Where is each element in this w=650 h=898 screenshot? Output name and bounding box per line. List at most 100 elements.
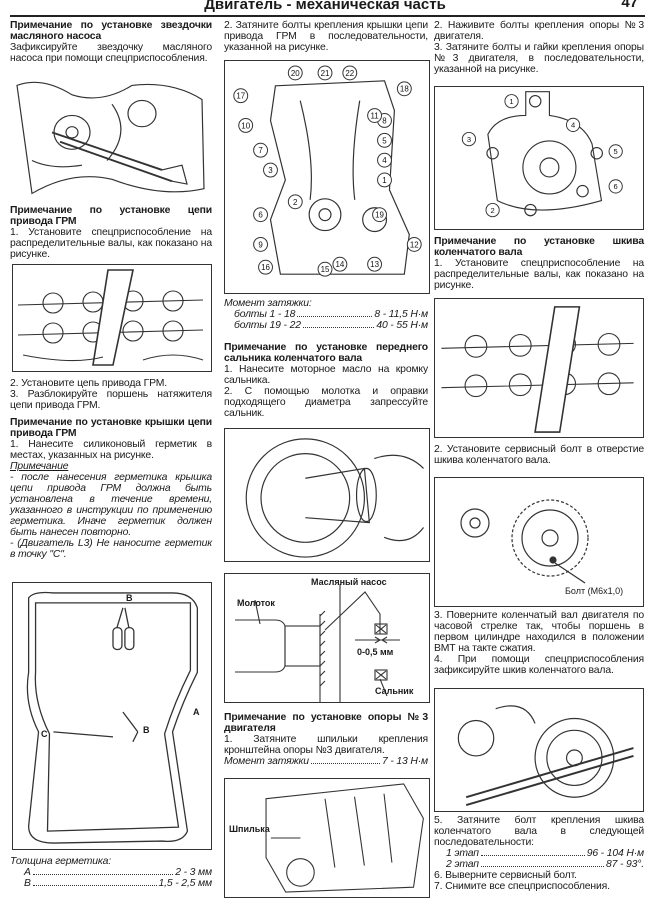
bolt-marker <box>377 132 392 148</box>
mount-marker <box>608 179 623 194</box>
bolt-number: 13 <box>370 260 379 269</box>
bolt-number: 2 <box>293 198 297 207</box>
bolt-marker <box>377 172 392 188</box>
pulley-lock-illustration <box>457 705 634 807</box>
bolt-number: 5 <box>382 136 387 145</box>
pulley-lock-figure <box>434 688 644 812</box>
timing-cover-gasket-illustration <box>26 591 199 844</box>
mount-marker <box>608 144 623 159</box>
label-b: B <box>126 593 133 603</box>
hammer-label: Молоток <box>237 598 275 608</box>
bolt-number: 3 <box>268 166 273 175</box>
front-seal-section: Примечание по установке переднего сальни… <box>224 342 428 419</box>
seal-install-figure <box>224 428 430 562</box>
service-bolt-figure: Болт (M6x1,0) <box>434 477 644 607</box>
camshaft-sketch-illustration <box>441 306 634 433</box>
torque-title: Момент затяжки: <box>224 298 312 309</box>
paragraph: 2. Установите сервисный болт в отверстие… <box>434 444 644 466</box>
paragraph: 2. Установите цепь привода ГРМ. <box>10 378 167 389</box>
stud-label: Шпилька <box>229 824 270 834</box>
pulley-section: Примечание по установке шкива коленчатог… <box>434 236 644 291</box>
note-label: Примечание <box>10 461 69 472</box>
bolt-number: 14 <box>335 260 344 269</box>
paragraph: 3. Затяните болты и гайки крепления опор… <box>434 42 644 75</box>
paragraph: 3. Поверните коленчатый вал двигателя по… <box>434 610 644 654</box>
mount-number: 2 <box>491 206 495 215</box>
mount-number: 6 <box>614 182 618 191</box>
mount-marker <box>485 202 500 218</box>
camshaft-sketch-illustration <box>17 269 204 366</box>
bolt-number: 16 <box>261 263 270 272</box>
bolt-number: 22 <box>345 69 354 78</box>
mount-marker <box>565 117 581 132</box>
bolt-number: 7 <box>258 146 262 155</box>
oil-pump-sprocket-section: Примечание по установке звездочки маслян… <box>10 20 212 64</box>
gap-label: 0-0,5 мм <box>357 647 394 657</box>
pulley-steps-5-7: 5. Затяните болт крепления шкива коленча… <box>434 815 644 892</box>
bolt-marker <box>332 256 348 272</box>
seal-label: Сальник <box>375 686 414 696</box>
bolt-number: 15 <box>321 265 330 274</box>
bolt-marker <box>258 259 273 275</box>
bolt-number: 6 <box>258 211 263 220</box>
bolt-marker <box>238 118 254 133</box>
section-heading: Примечание по установке опоры №3 двигате… <box>224 712 428 734</box>
mount-number: 3 <box>467 135 471 144</box>
bolt-number: 19 <box>375 211 384 220</box>
paragraph: 4. При помощи спецприспособления зафикси… <box>434 654 644 676</box>
bolt-number: 8 <box>382 116 387 125</box>
bolt-marker <box>263 162 278 178</box>
bolt-number: 10 <box>241 121 250 130</box>
paragraph: 1. Установите спецприспособление на расп… <box>10 227 212 260</box>
page-number: 47 <box>621 0 638 11</box>
paragraph: 6. Выверните сервисный болт. <box>434 870 577 881</box>
mount3-bolts-section: 2. Наживите болты крепления опоры №3 дви… <box>434 20 644 75</box>
label-b: B <box>143 725 150 735</box>
paragraph: 2. Затяните болты крепления крышки цепи … <box>224 20 428 53</box>
camshaft-tool-figure-2 <box>434 298 644 438</box>
mount-number: 4 <box>571 121 575 130</box>
mount-stud-figure: Шпилька <box>224 778 430 898</box>
cover-bolts-section: 2. Затяните болты крепления крышки цепи … <box>224 20 428 53</box>
section-heading: Примечание по установке переднего сальни… <box>224 342 428 364</box>
pulley-step2: 2. Установите сервисный болт в отверстие… <box>434 444 644 466</box>
label-c: C <box>41 729 48 739</box>
crankshaft-seal-illustration <box>245 438 425 558</box>
bolt-marker <box>317 261 333 277</box>
paragraph: 1. Нанесите силиконовый герметик в места… <box>10 439 212 461</box>
bolt-marker <box>253 236 269 252</box>
bolt-number: 9 <box>258 240 263 249</box>
timing-chain-section: Примечание по установке цепи привода ГРМ… <box>10 205 212 260</box>
seal-depth-diagram <box>235 584 400 702</box>
thickness-title: Толщина герметика: <box>10 856 111 867</box>
bolt-marker <box>233 88 249 104</box>
pulley-steps-3-4: 3. Поверните коленчатый вал двигателя по… <box>434 610 644 676</box>
mount3-section: Примечание по установке опоры №3 двигате… <box>224 712 428 767</box>
camshaft-tool-figure <box>12 264 212 372</box>
oil-pump-sprocket-figure <box>12 76 210 200</box>
bolt-marker <box>377 152 392 168</box>
paragraph: 3. Разблокируйте поршень натяжителя цепи… <box>10 389 212 411</box>
bolt-label: Болт (M6x1,0) <box>565 586 624 596</box>
bolt-marker <box>367 108 383 123</box>
bolt-marker <box>287 194 303 210</box>
bolt-marker <box>396 81 412 97</box>
bolt-marker <box>317 65 333 81</box>
bolt-number: 11 <box>370 112 379 121</box>
paragraph: 1. Установите спецприспособление на расп… <box>434 258 644 291</box>
bolt-number: 1 <box>382 176 387 185</box>
bolt-marker <box>367 256 383 272</box>
mount-number: 5 <box>614 147 618 156</box>
bolt-marker <box>253 207 269 223</box>
timing-chain-steps: 2. Установите цепь привода ГРМ. 3. Разбл… <box>10 378 212 560</box>
bolt-number: 21 <box>321 69 330 78</box>
mount-marker <box>504 94 519 109</box>
